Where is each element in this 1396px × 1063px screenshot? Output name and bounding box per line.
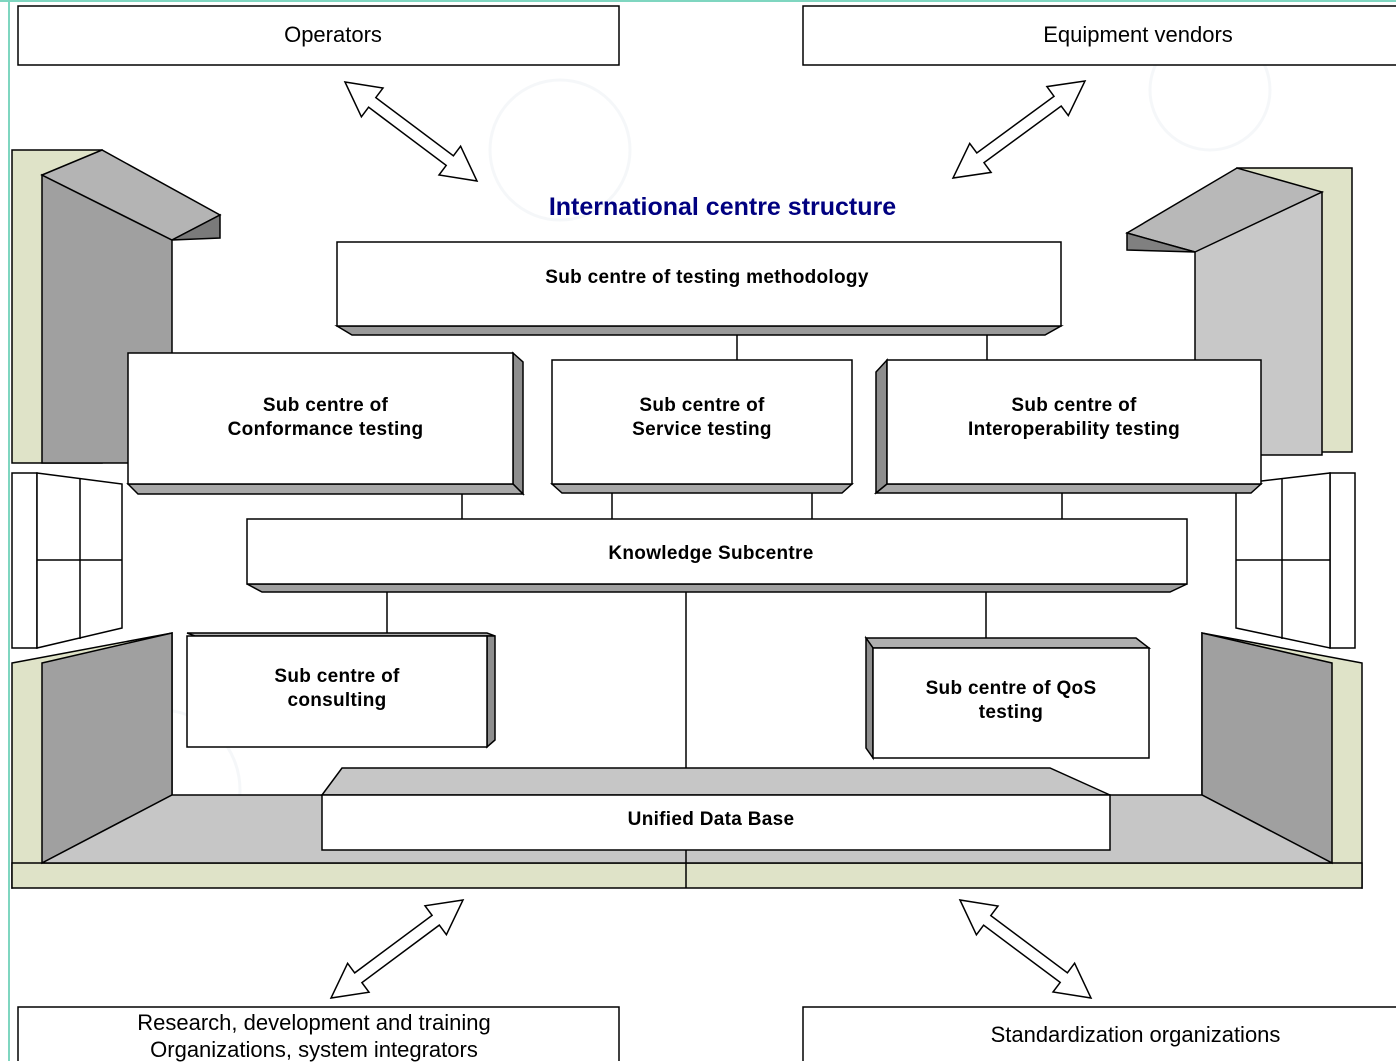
left-window [11, 472, 123, 649]
conformance-label-line1: Sub centre of [262, 395, 389, 416]
knowledge-label: Knowledge Subcentre [608, 543, 814, 564]
external-boxes [17, 5, 1396, 1061]
research-label-line2: Organizations, system integrators [150, 1037, 478, 1062]
research-label-line1: Research, development and training [137, 1010, 491, 1035]
conformance-label: Sub centre of Conformance testing [128, 394, 523, 442]
qos-label-line1: Sub centre of QoS [925, 678, 1097, 699]
service-label: Sub centre of Service testing [552, 394, 852, 442]
service-box [550, 359, 854, 494]
arrow-vendors [951, 80, 1087, 179]
conformance-box [126, 351, 525, 496]
arrow-operators [343, 81, 479, 182]
methodology-box [334, 241, 1064, 336]
consulting-label-line2: consulting [287, 690, 387, 711]
service-label-line1: Sub centre of [639, 395, 765, 416]
arrow-standardization [958, 899, 1093, 999]
qos-label-line2: testing [978, 702, 1044, 723]
knowledge-box [246, 518, 1188, 593]
consulting-label: Sub centre of consulting [187, 665, 487, 713]
connector-lines [386, 335, 1063, 768]
qos-box [864, 635, 1152, 761]
qos-label: Sub centre of QoS testing [873, 677, 1149, 725]
interoperability-box [873, 358, 1263, 495]
right-window [1235, 472, 1356, 649]
methodology-label: Sub centre of testing methodology [545, 267, 869, 288]
standardization-label: Standardization organizations [990, 1022, 1281, 1047]
operators-label: Operators [284, 22, 382, 47]
arrow-research [329, 899, 465, 999]
consulting-label-line1: Sub centre of [274, 666, 400, 687]
interoperability-label-line2: Interoperability testing [967, 419, 1180, 440]
interoperability-label-line1: Sub centre of [1011, 395, 1137, 416]
interoperability-label: Sub centre of Interoperability testing [887, 394, 1261, 442]
consulting-box [186, 632, 496, 749]
diagram-title: International centre structure [548, 193, 897, 221]
equipment-vendors-label: Equipment vendors [1043, 22, 1233, 47]
research-label: Research, development and training Organ… [18, 1009, 610, 1063]
database-label: Unified Data Base [627, 809, 795, 830]
conformance-label-line2: Conformance testing [227, 419, 424, 440]
service-label-line2: Service testing [632, 419, 772, 440]
database-box [320, 767, 1111, 851]
